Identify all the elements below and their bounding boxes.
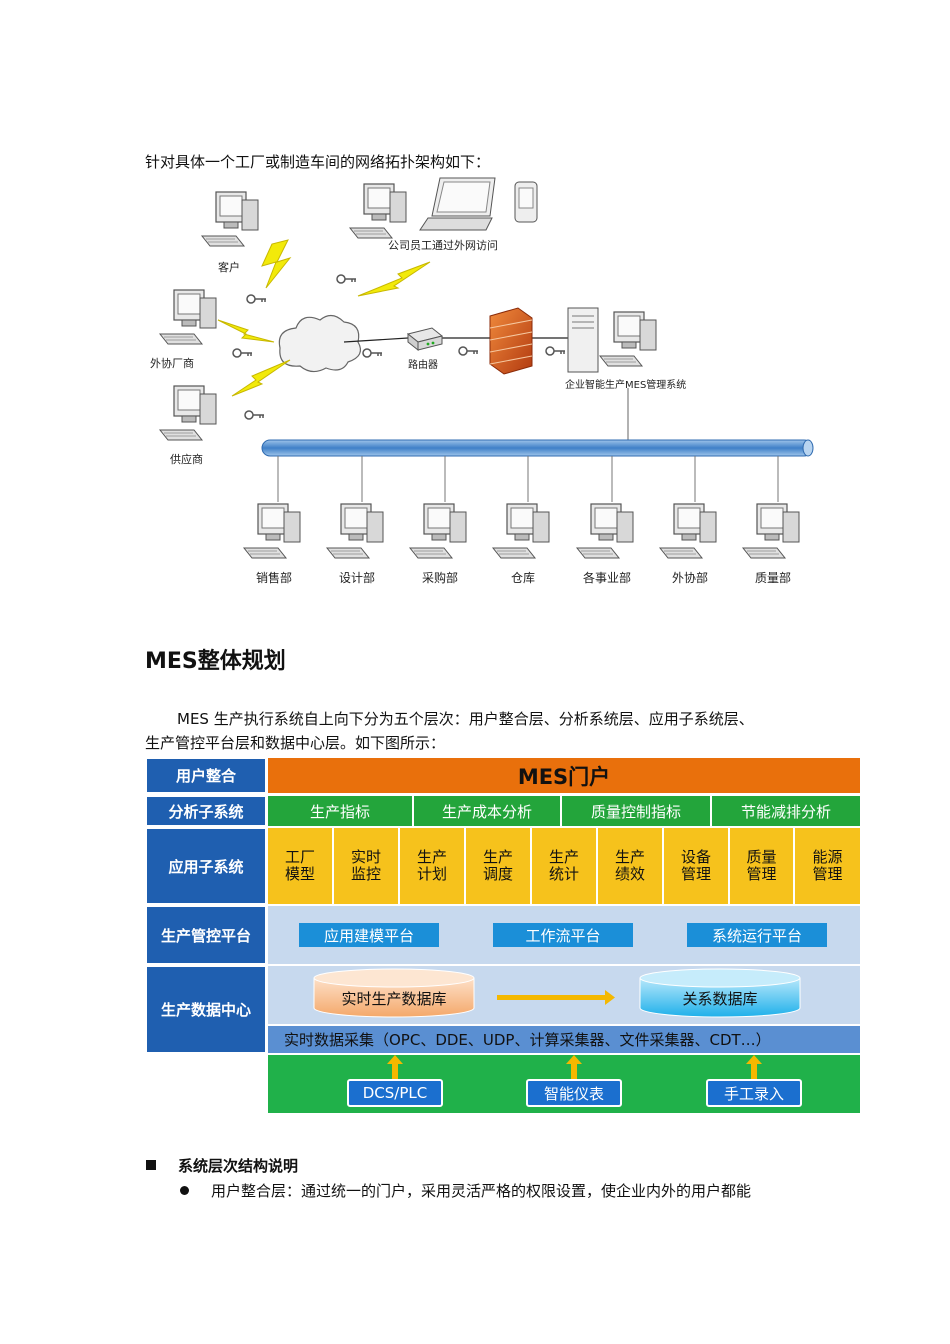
app-item: 生产调度 bbox=[466, 828, 532, 904]
partner-pc-icon bbox=[159, 289, 217, 345]
paragraph-line: 生产管控平台层和数据中心层。如下图所示： bbox=[145, 734, 446, 752]
app-item: 质量管理 bbox=[730, 828, 795, 904]
data-collection-bar: 实时数据采集（OPC、DDE、UDP、计算采集器、文件采集器、CDT…） bbox=[268, 1026, 860, 1053]
layer-head: 用户整合 bbox=[146, 758, 266, 793]
source-item: DCS/PLC bbox=[347, 1079, 443, 1107]
database-graphics bbox=[313, 968, 801, 1018]
square-bullet-icon bbox=[146, 1160, 156, 1170]
layer-head: 应用子系统 bbox=[146, 828, 266, 904]
client-label: 客户 bbox=[218, 261, 240, 274]
mes-portal: MES门户 bbox=[268, 758, 860, 793]
bullet-text: 用户整合层：通过统一的门户，采用灵活严格的权限设置，使企业内外的用户都能 bbox=[211, 1182, 752, 1200]
router-label: 路由器 bbox=[408, 360, 438, 371]
department-pcs bbox=[243, 456, 800, 559]
app-item: 能源管理 bbox=[795, 828, 860, 904]
partner-label: 外协厂商 bbox=[150, 357, 194, 370]
round-bullet-icon bbox=[180, 1186, 189, 1195]
router-icon bbox=[406, 327, 444, 352]
source-item: 手工录入 bbox=[706, 1079, 802, 1107]
source-item: 智能仪表 bbox=[526, 1079, 622, 1107]
section-title: MES整体规划 bbox=[145, 649, 286, 674]
server-icon bbox=[567, 307, 599, 373]
dept-label: 各事业部 bbox=[582, 571, 631, 585]
arrow-icon bbox=[497, 990, 615, 1005]
network-bus bbox=[261, 439, 813, 457]
analysis-item: 生产成本分析 bbox=[414, 796, 562, 826]
relational-db-icon bbox=[639, 968, 801, 1018]
dept-label: 质量部 bbox=[754, 571, 791, 585]
platform-item: 系统运行平台 bbox=[687, 923, 827, 947]
dept-label: 外协部 bbox=[671, 571, 708, 585]
mes-system-label: 企业智能生产MES管理系统 bbox=[565, 380, 687, 391]
dept-label: 采购部 bbox=[421, 571, 458, 585]
paragraph-line: MES 生产执行系统自上向下分为五个层次：用户整合层、分析系统层、应用子系统层、 bbox=[177, 710, 754, 728]
layer-head: 生产数据中心 bbox=[146, 966, 266, 1053]
dept-label: 设计部 bbox=[338, 571, 375, 585]
analysis-item: 节能减排分析 bbox=[712, 796, 860, 826]
app-item: 设备管理 bbox=[664, 828, 730, 904]
analysis-item: 生产指标 bbox=[268, 796, 414, 826]
phone-icon bbox=[514, 181, 538, 223]
network-diagram bbox=[159, 177, 814, 559]
layer-head: 生产管控平台 bbox=[146, 906, 266, 964]
app-item: 工厂模型 bbox=[268, 828, 334, 904]
app-item: 实时监控 bbox=[334, 828, 400, 904]
laptop-icon bbox=[419, 177, 496, 231]
relational-db-label: 关系数据库 bbox=[682, 990, 758, 1008]
client-pc-icon bbox=[201, 191, 259, 247]
lightning-icon bbox=[261, 239, 292, 289]
realtime-db-label: 实时生产数据库 bbox=[341, 990, 447, 1008]
dept-label: 销售部 bbox=[255, 571, 292, 585]
app-item: 生产绩效 bbox=[598, 828, 664, 904]
platform-item: 工作流平台 bbox=[493, 923, 633, 947]
intro-text: 针对具体一个工厂或制造车间的网络拓扑架构如下： bbox=[145, 153, 491, 171]
remote-access-label: 公司员工通过外网访问 bbox=[388, 239, 498, 252]
mes-pc-icon bbox=[599, 311, 657, 367]
remote-pc-icon bbox=[349, 183, 407, 239]
app-item: 生产计划 bbox=[400, 828, 466, 904]
app-item: 生产统计 bbox=[532, 828, 598, 904]
firewall-icon bbox=[489, 307, 533, 375]
dept-label: 仓库 bbox=[510, 571, 535, 585]
supplier-label: 供应商 bbox=[170, 453, 203, 466]
supplier-pc-icon bbox=[159, 385, 217, 441]
subheading: 系统层次结构说明 bbox=[178, 1157, 299, 1175]
layer-head: 分析子系统 bbox=[146, 796, 266, 826]
platform-item: 应用建模平台 bbox=[299, 923, 439, 947]
realtime-db-icon bbox=[313, 968, 475, 1018]
source-arrows bbox=[387, 1055, 762, 1081]
internet-cloud-icon bbox=[278, 314, 361, 373]
analysis-item: 质量控制指标 bbox=[562, 796, 712, 826]
